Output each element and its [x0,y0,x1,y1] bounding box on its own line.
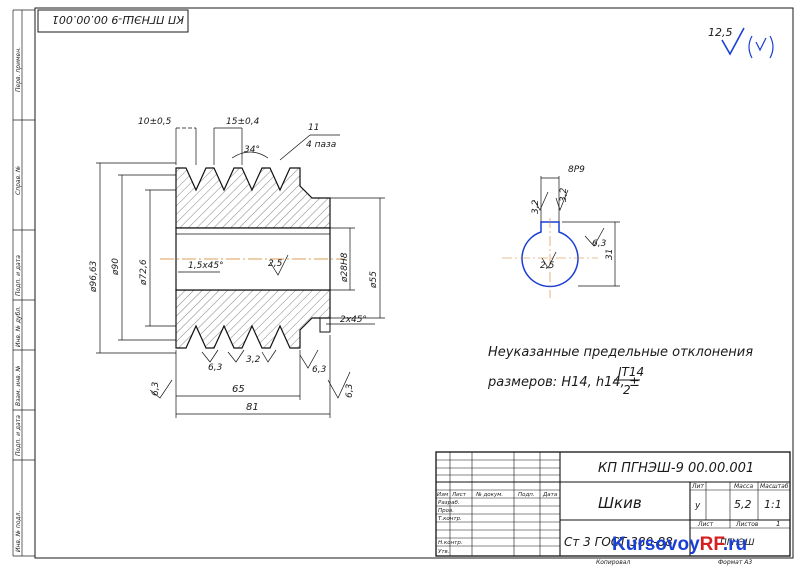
value-sheets: 1 [776,520,780,528]
strip-label-5: Взам. инв. № [15,365,22,406]
dim-roughness-63-a: 6,3 [208,363,223,373]
dim-roughness-25: 2,5 [268,259,283,269]
dim-key-rough-b: 3,2 [559,187,569,202]
dim-hub-dia: ø55 [369,271,379,289]
section-dim-text: 8Р9 3,2 3,2 31 6,3 2,5 [531,165,615,271]
role-razrab: Разраб. [438,500,460,506]
label-format: Формат А3 [718,559,752,566]
pulley-dimensions [96,127,385,418]
dim-length-81: 81 [246,402,259,413]
dim-length-65: 65 [232,384,245,395]
row-label-doc: № докум. [475,492,503,498]
row-label-date: Дата [542,492,558,498]
dim-key-rough-a: 3,2 [531,199,541,214]
dim-dia-72-6: ø72,6 [139,259,149,286]
dim-chamfer-bore: 1,5х45° [188,261,224,271]
surface-finish-value: 12,5 [708,26,733,39]
dim-groove-count-label: 4 паза [306,140,336,150]
label-sheet: Лист [697,521,714,528]
dim-section-rough-63: 6,3 [592,239,607,249]
strip-label-1: Перв. примен. [15,47,22,92]
left-strip: Перв. примен. Справ. № Подп. и дата Инв.… [12,9,35,557]
dim-roughness-63-d: 6,3 [345,383,355,398]
value-lit: у [694,501,701,511]
dim-groove-angle: 34° [244,145,260,155]
strip-label-2: Справ. № [15,166,22,195]
row-label-sign: Подп. [518,492,535,498]
dim-chamfer-hub: 2х45° [340,315,367,325]
row-label-izm: Изм [437,492,448,498]
label-mass: Масса [734,483,753,490]
role-prov: Пров. [438,508,454,514]
watermark-part1: Kursovoy [612,534,700,555]
dim-groove-pitch: 15±0,4 [226,117,260,127]
dim-roughness-63-c: 6,3 [151,381,161,396]
surface-finish-mark: 12,5 [708,26,774,59]
dim-groove-count-value: 11 [308,123,319,133]
title-code: КП ПГНЭШ-9 00.00.001 [598,461,754,476]
dim-dia-90: ø90 [111,258,121,276]
tolerance-notes: Неуказанные предельные отклонения размер… [487,345,753,397]
note-frac-bottom: 2 [623,383,631,397]
dim-bore-dia: ø28H8 [340,252,350,283]
dim-outer-dia: ø96,63 [89,260,99,293]
strip-label-6: Подп. и дата [15,415,22,456]
pulley-section [160,167,345,349]
note-line-2: размеров: H14, h14, ± [487,375,640,390]
top-stamp: КП ПГНЭШ-9 00.00.001 [37,9,189,33]
label-sheets: Листов [735,521,759,528]
top-stamp-code: КП ПГНЭШ-9 00.00.001 [52,13,184,26]
value-scale: 1:1 [764,498,782,511]
title-name: Шкив [598,494,642,512]
dim-edge-distance: 10±0,5 [138,117,172,127]
watermark-part3: .ru [723,534,747,555]
dim-roughness-32: 3,2 [246,355,261,365]
outer-frame [34,7,794,559]
title-material: Ст 3 ГОСТ 380-88 [564,535,673,549]
title-block [435,451,791,557]
watermark-part2: RF [700,534,725,555]
dim-key-width: 8Р9 [568,165,585,175]
value-mass: 5,2 [734,498,752,511]
role-nkontr: Н.контр. [438,540,463,546]
title-block-text: КП ПГНЭШ-9 00.00.001 Шкив Ст 3 ГОСТ 380-… [437,461,789,566]
strip-label-3: Подп. и дата [15,255,22,296]
watermark-logo: KursovoyRF.ru [612,534,747,555]
role-utv: Утв. [438,549,450,555]
svg-text:KursovoyRF.ru: KursovoyRF.ru [612,534,747,555]
row-label-list: Лист [451,492,467,498]
dim-depth: 31 [605,249,615,260]
strip-label-4: Инв. № дубл. [15,306,22,347]
dim-section-rough-25: 2,5 [540,261,555,271]
bore-cross-section [502,176,620,298]
pulley-dim-text: 10±0,5 15±0,4 34° 11 4 паза ø96,63 ø90 ø… [89,117,379,413]
strip-label-7: Инв. № подл. [15,511,22,552]
label-lit: Лит [691,483,704,490]
note-frac-top: IT14 [618,365,644,379]
label-scale: Масштаб [760,483,789,490]
note-line-1: Неуказанные предельные отклонения [488,345,753,360]
dim-roughness-63-b: 6,3 [312,365,327,375]
title-org: ПГНЭШ [720,538,755,548]
role-tkontr: Т.контр. [438,516,462,522]
label-copied: Копировал [596,559,630,566]
